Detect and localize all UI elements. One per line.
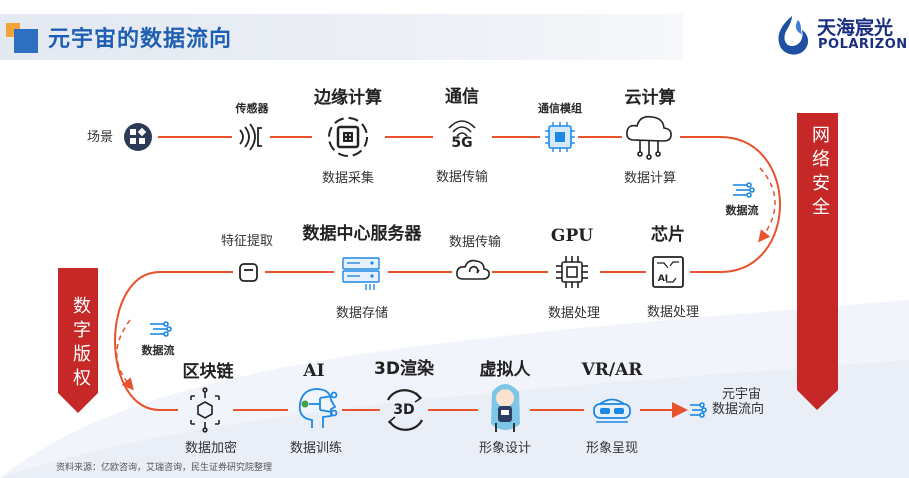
data-flow-icon-left <box>150 322 171 336</box>
end-data-flow-icon <box>690 403 706 417</box>
gpu-caption: 数据处理 <box>548 307 600 320</box>
communication-caption: 数据传输 <box>436 171 488 184</box>
communication-module-title: 通信模组 <box>538 103 582 114</box>
cloud-computing-caption: 数据计算 <box>624 172 676 185</box>
vr-ar-caption: 形象呈现 <box>586 442 638 455</box>
blockchain-title: 区块链 <box>183 364 234 381</box>
virtual-human-caption: 形象设计 <box>479 442 531 455</box>
blockchain-icon <box>191 388 219 432</box>
cloud-sync-icon <box>457 261 489 279</box>
data-server-caption: 数据存储 <box>336 307 388 320</box>
virtual-human-title: 虚拟人 <box>480 362 531 379</box>
cloud-computing-title: 云计算 <box>625 90 676 107</box>
data-server-icon <box>343 258 379 290</box>
5g-icon-text: 5G <box>451 136 472 150</box>
right-flow-dashed-arrow <box>760 168 775 240</box>
data-flow-label-right: 数据流 <box>726 205 759 216</box>
data-source-note: 资料来源：亿欧咨询，艾瑞咨询，民生证券研究院整理 <box>56 460 272 473</box>
left-return-curve <box>115 272 233 410</box>
sensor-title: 传感器 <box>236 103 269 114</box>
ai-caption: 数据训练 <box>290 442 342 455</box>
gpu-icon <box>556 256 588 288</box>
communication-title: 通信 <box>445 89 479 106</box>
3d-icon-text: 3D <box>393 403 414 417</box>
network-security-text: 网络安全 <box>806 125 832 221</box>
data-center-server-title: 数据中心服务器 <box>303 226 422 243</box>
data-flow-icon-right <box>733 183 754 197</box>
data-transfer-label: 数据传输 <box>449 236 501 249</box>
chip-caption: 数据处理 <box>647 306 699 319</box>
communication-module-icon <box>545 122 575 152</box>
vr-ar-title: VR/AR <box>582 362 643 379</box>
metaverse-label-line1: 元宇宙 <box>712 388 764 403</box>
sensor-icon <box>240 124 262 150</box>
metaverse-data-flow-label: 元宇宙 数据流向 <box>712 388 764 418</box>
metaverse-label-line2: 数据流向 <box>712 403 764 418</box>
vr-headset-icon <box>594 400 630 423</box>
ai-chip-icon-text: AI <box>658 275 668 284</box>
feature-extraction-label: 特征提取 <box>221 235 273 248</box>
edge-computing-caption: 数据采集 <box>322 172 374 185</box>
scene-icon <box>124 123 152 151</box>
edge-computing-icon <box>329 118 367 156</box>
ai-head-icon <box>300 389 337 428</box>
cloud-computing-icon <box>627 117 671 159</box>
5g-signal-icon <box>449 121 475 136</box>
scene-label: 场景 <box>87 131 113 144</box>
ai-node-dot <box>302 401 309 408</box>
edge-computing-title: 边缘计算 <box>314 90 382 107</box>
gpu-title: GPU <box>551 228 593 245</box>
left-flow-dashed-arrow <box>117 320 132 388</box>
data-flow-label-left: 数据流 <box>142 345 175 356</box>
3d-render-title: 3D渲染 <box>374 361 434 378</box>
virtual-human-icon <box>491 384 520 432</box>
chip-title: 芯片 <box>651 227 685 244</box>
feature-extraction-icon <box>240 264 257 281</box>
digital-copyright-text: 数字版权 <box>67 296 93 392</box>
blockchain-caption: 数据加密 <box>185 442 237 455</box>
ai-title: AI <box>303 363 324 380</box>
